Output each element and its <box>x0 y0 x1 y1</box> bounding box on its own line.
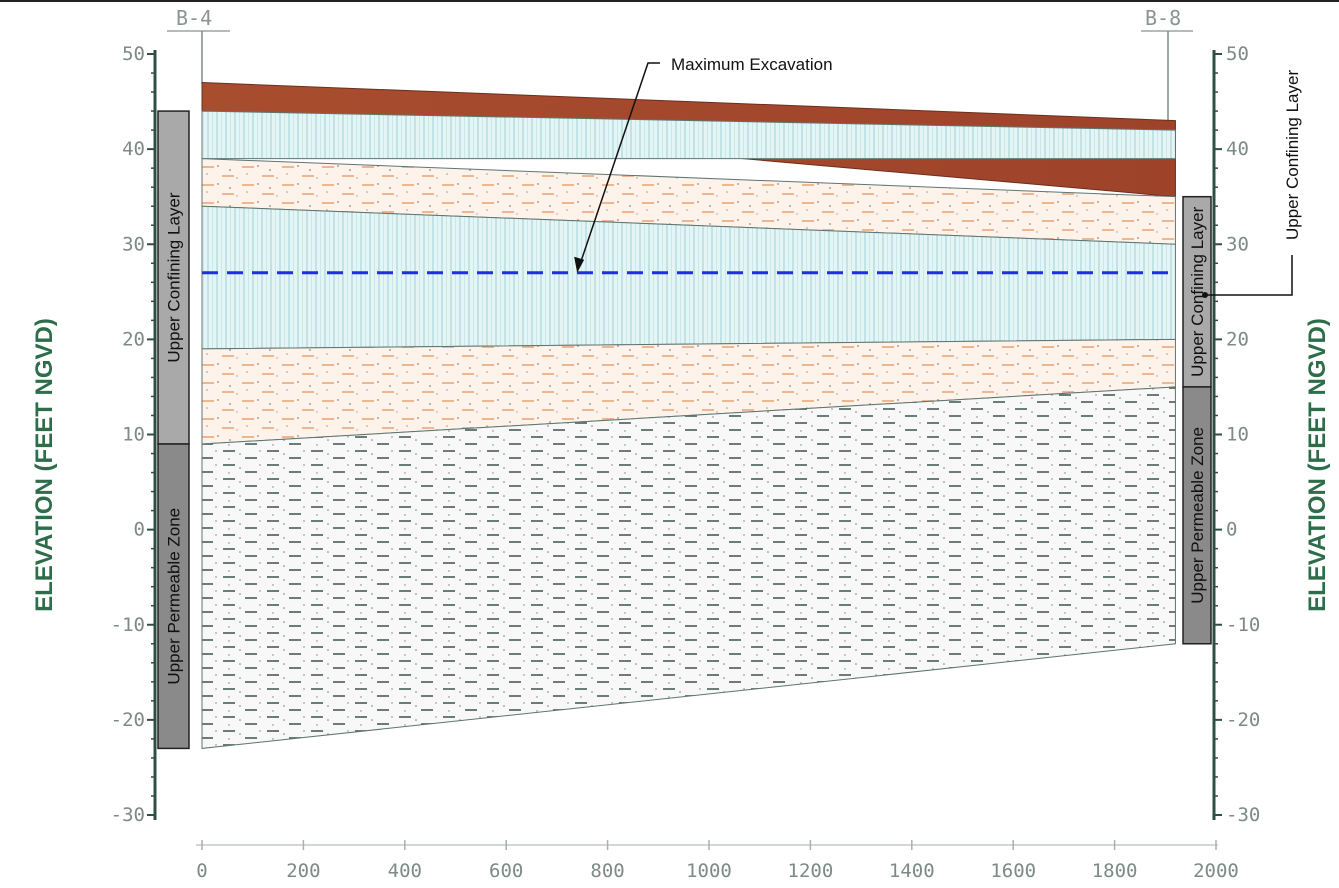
soil-layers <box>201 82 1176 749</box>
left-zone-bar <box>157 110 190 445</box>
left-tick-label: -10 <box>111 614 145 636</box>
left-zone-bar <box>157 443 190 750</box>
right-zone-bar <box>1182 386 1212 645</box>
left-tick-label: -30 <box>111 804 145 826</box>
right-elevation-axis: 50 40 30 20 10 0 -10 -20 -30 <box>1212 43 1260 826</box>
right-zone-callout: Upper Confining Layer <box>1202 70 1302 298</box>
right-tick-label: 20 <box>1226 328 1249 350</box>
right-zone-label: Upper Permeable Zone <box>1188 427 1207 604</box>
layer-dense-sand <box>201 386 1176 749</box>
x-tick-label: 2000 <box>1193 860 1239 882</box>
left-tick-label: 50 <box>122 43 145 65</box>
left-tick-label: 30 <box>122 233 145 255</box>
right-tick-label: 0 <box>1226 519 1237 541</box>
left-elevation-axis: 50 40 30 20 10 0 -10 -20 -30 <box>111 43 157 826</box>
y-axis-title-right: ELEVATION (FEET NGVD) <box>1304 318 1331 612</box>
left-tick-label: 40 <box>122 138 145 160</box>
x-tick-label: 0 <box>196 860 207 882</box>
x-tick-label: 1000 <box>686 860 732 882</box>
right-zone-label: Upper Confining Layer <box>1188 206 1207 376</box>
x-tick-label: 1200 <box>788 860 834 882</box>
horizontal-distance-axis: 0 200 400 600 800 1000 1200 1400 1600 1800 2000 <box>196 840 1239 882</box>
right-callout-label: Upper Confining Layer <box>1283 70 1302 240</box>
x-tick-label: 400 <box>388 860 422 882</box>
boring-b8-header: B-8 <box>1141 6 1193 120</box>
right-tick-label: 50 <box>1226 43 1249 65</box>
layer-silt-upper <box>201 110 1176 160</box>
left-zone-label: Upper Confining Layer <box>165 192 184 362</box>
left-tick-label: 20 <box>122 328 145 350</box>
x-tick-label: 1400 <box>889 860 935 882</box>
right-tick-label: 30 <box>1226 233 1249 255</box>
x-tick-label: 1600 <box>990 860 1036 882</box>
right-tick-label: 10 <box>1226 424 1249 446</box>
x-tick-label: 600 <box>489 860 523 882</box>
right-tick-label: -20 <box>1226 709 1260 731</box>
right-tick-label: -30 <box>1226 804 1260 826</box>
x-tick-label: 800 <box>590 860 624 882</box>
boring-b4-label: B-4 <box>176 6 212 30</box>
excavation-arrowhead <box>574 256 585 273</box>
left-tick-label: 0 <box>134 519 145 541</box>
x-tick-label: 200 <box>286 860 320 882</box>
left-tick-label: -20 <box>111 709 145 731</box>
left-tick-label: 10 <box>122 424 145 446</box>
excavation-label: Maximum Excavation <box>671 55 833 74</box>
maximum-excavation: Maximum Excavation <box>202 55 1176 275</box>
right-tick-label: 40 <box>1226 138 1249 160</box>
right-tick-label: -10 <box>1226 614 1260 636</box>
y-axis-title-left: ELEVATION (FEET NGVD) <box>31 318 58 612</box>
boring-b8-label: B-8 <box>1145 6 1181 30</box>
x-tick-label: 1800 <box>1092 860 1138 882</box>
left-zone-label: Upper Permeable Zone <box>165 508 184 685</box>
boring-b4-header: B-4 <box>167 6 230 84</box>
excavation-leader <box>580 62 660 262</box>
